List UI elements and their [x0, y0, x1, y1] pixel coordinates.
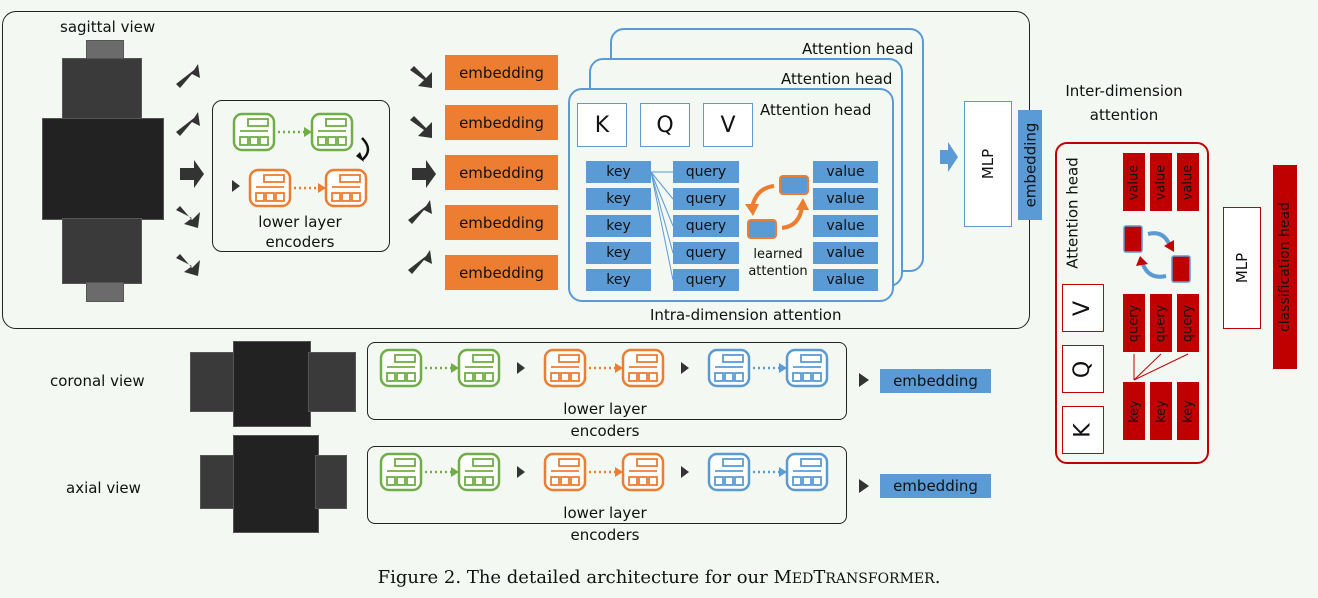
arrow-icon — [408, 200, 432, 224]
embedding-output-sagittal: embedding — [1018, 110, 1042, 220]
arrow-icon — [859, 373, 869, 387]
arrow-icon — [412, 160, 436, 188]
encoder-chain-coronal — [379, 348, 829, 388]
key-cell: key — [586, 215, 651, 237]
query-cell: query — [673, 161, 739, 183]
inter-query-cell: query — [1150, 294, 1172, 352]
figure-caption: Figure 2. The detailed architecture for … — [377, 567, 941, 588]
inter-key-query-links — [1133, 353, 1189, 381]
key-cell: key — [586, 161, 651, 183]
axial-slice — [200, 455, 238, 509]
arrow-icon — [517, 362, 525, 374]
inter-key-cell: key — [1123, 382, 1145, 440]
inter-learned-attention-icon — [1123, 225, 1191, 283]
query-cell: query — [673, 215, 739, 237]
intra-dimension-label: Intra-dimension attention — [650, 306, 842, 324]
inter-value-cell: value — [1150, 153, 1172, 211]
value-cell: value — [813, 188, 878, 210]
inter-query-cell: query — [1177, 294, 1199, 352]
lower-encoder-box-axial — [367, 446, 847, 524]
inter-q-box: Q — [1062, 345, 1104, 393]
value-cell: value — [813, 269, 878, 291]
inter-value-cell: value — [1123, 153, 1145, 211]
sagittal-slice — [62, 218, 142, 284]
arrow-icon — [681, 362, 689, 374]
inter-attention-head-label: Attention head — [1064, 157, 1083, 269]
lower-encoder-label-sagittal: lower layer encoders — [258, 213, 342, 251]
embedding-block: embedding — [445, 205, 558, 240]
arrow-icon — [408, 250, 432, 274]
lower-encoder-box-coronal — [367, 342, 847, 420]
sagittal-slice — [62, 58, 142, 120]
v-box: V — [703, 103, 753, 147]
lower-encoder-label-coronal: lower layer encoders — [563, 400, 647, 440]
value-cell: value — [813, 215, 878, 237]
arrow-column-2 — [408, 66, 436, 274]
embedding-output-axial: embedding — [880, 474, 991, 498]
inter-key-cell: key — [1177, 382, 1199, 440]
sagittal-slice — [86, 282, 124, 302]
learned-attention-icon — [745, 175, 809, 239]
axial-slice-main — [233, 435, 319, 533]
inter-dimension-label: Inter-dimension attention — [1065, 82, 1183, 124]
coronal-slice — [190, 352, 236, 412]
arrow-icon — [180, 160, 204, 188]
sagittal-slice-main — [42, 118, 164, 220]
embedding-block: embedding — [445, 105, 558, 140]
query-cell: query — [673, 242, 739, 264]
arrow-icon — [176, 112, 200, 136]
embedding-output-coronal: embedding — [880, 369, 991, 393]
query-cell: query — [673, 188, 739, 210]
arrow-icon — [859, 479, 869, 493]
attention-head-label: Attention head — [802, 40, 914, 58]
k-box: K — [577, 103, 627, 147]
inter-value-cell: value — [1177, 153, 1199, 211]
arrow-icon — [176, 206, 200, 228]
query-cell: query — [673, 269, 739, 291]
arrow-icon — [176, 254, 200, 276]
value-cell: value — [813, 161, 878, 183]
lower-encoder-label-axial: lower layer encoders — [563, 504, 647, 544]
inter-query-cell: query — [1123, 294, 1145, 352]
arrow-icon — [410, 116, 432, 138]
sagittal-view-label: sagittal view — [60, 18, 156, 36]
arrow-icon — [176, 64, 200, 88]
attention-head-label: Attention head — [760, 101, 872, 119]
coronal-slice-main — [233, 341, 311, 427]
embedding-block: embedding — [445, 155, 558, 190]
learned-attention-label: learned attention — [748, 247, 808, 279]
embedding-block: embedding — [445, 55, 558, 90]
arrow-column-1 — [176, 64, 204, 276]
arrow-icon — [410, 66, 432, 88]
value-cell: value — [813, 242, 878, 264]
attention-head-label: Attention head — [781, 70, 893, 88]
arrow-icon — [517, 466, 525, 478]
encoder-blocks-sagittal — [232, 112, 370, 208]
axial-view-label: axial view — [66, 479, 141, 497]
mlp-box-intra: MLP — [964, 101, 1012, 227]
key-query-links — [650, 171, 809, 281]
inter-k-box: K — [1062, 406, 1104, 454]
key-cell: key — [586, 188, 651, 210]
green-encoder-block — [232, 112, 354, 152]
axial-slice — [315, 455, 347, 509]
inter-v-box: V — [1062, 284, 1104, 332]
coronal-view-label: coronal view — [50, 372, 145, 390]
embedding-block: embedding — [445, 255, 558, 290]
key-cell: key — [586, 242, 651, 264]
mlp-box-inter: MLP — [1223, 207, 1261, 329]
inter-key-cell: key — [1150, 382, 1172, 440]
coronal-slice — [308, 352, 356, 412]
q-box: Q — [640, 103, 690, 147]
encoder-chain-axial — [379, 452, 829, 492]
key-cell: key — [586, 269, 651, 291]
arrow-icon — [681, 466, 689, 478]
classification-head: classification head — [1273, 165, 1297, 369]
arrow-to-mlp — [940, 142, 958, 172]
